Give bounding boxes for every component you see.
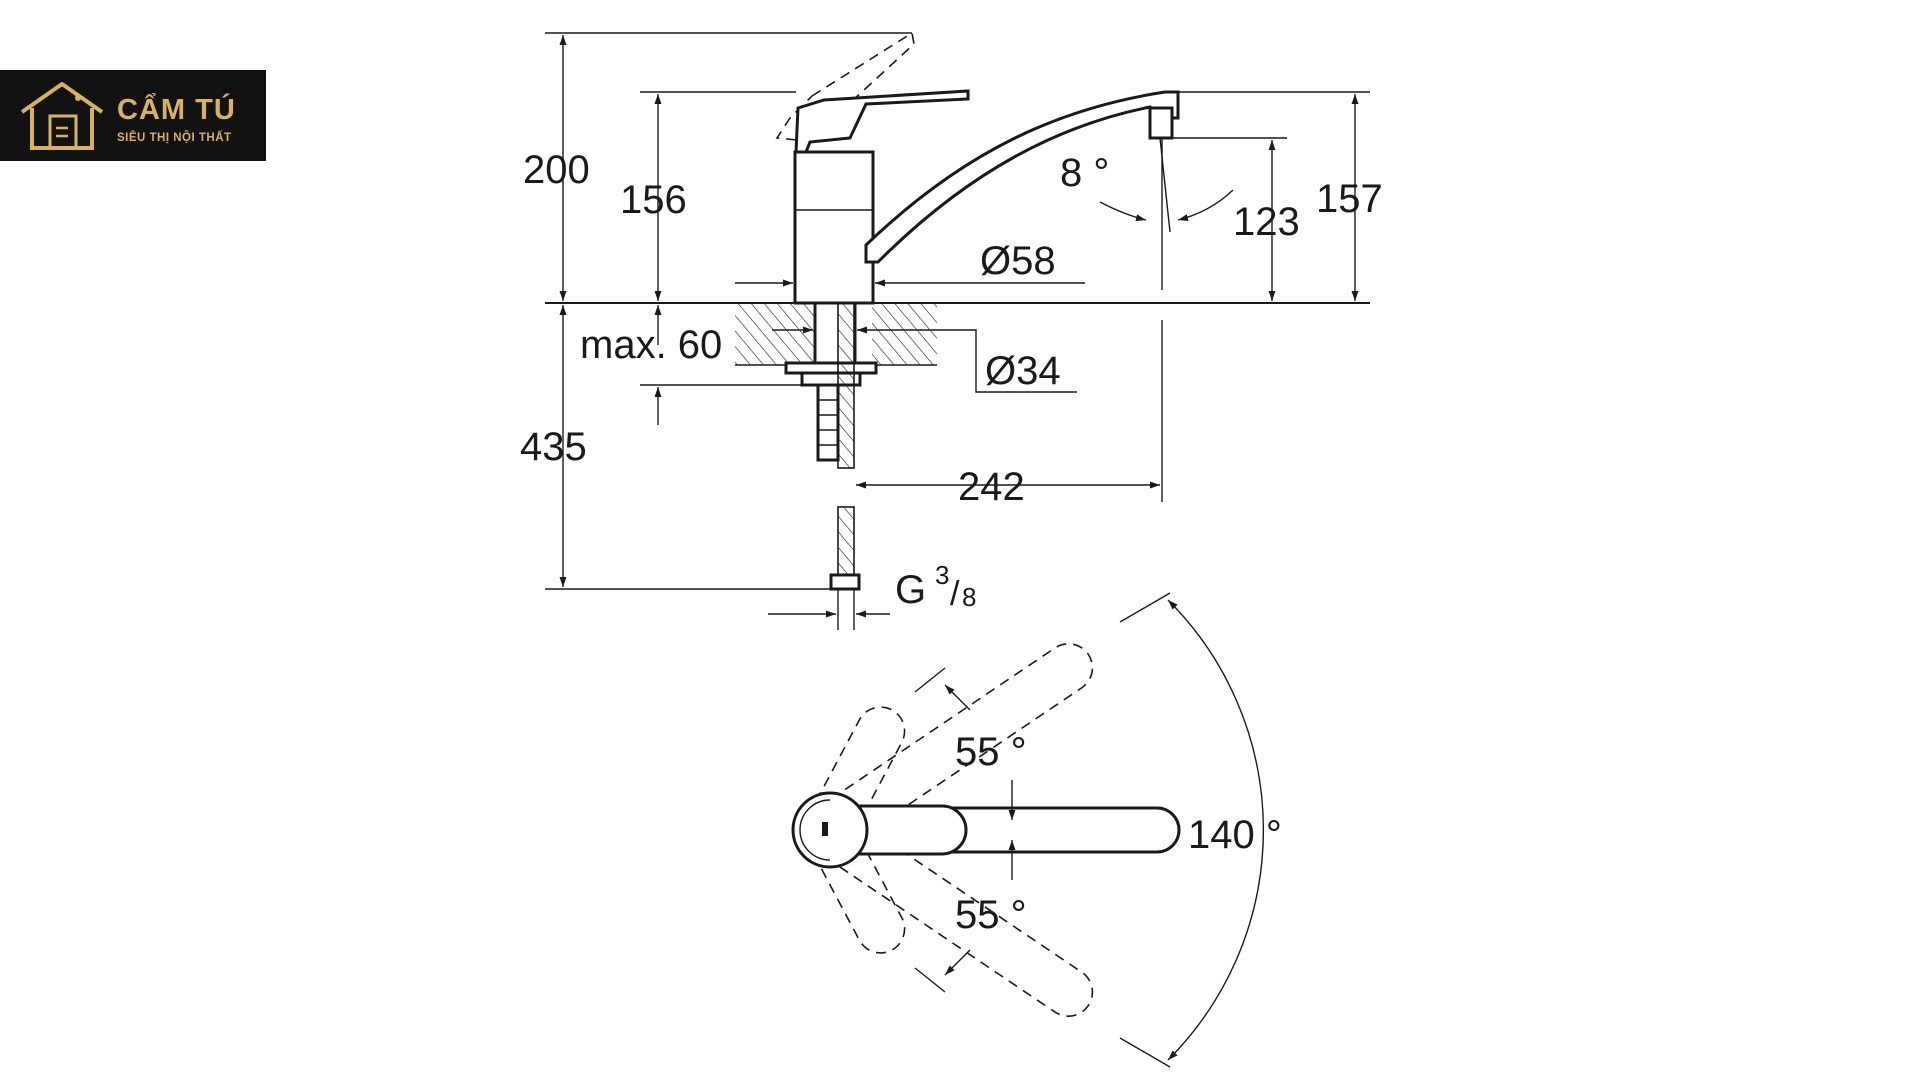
- faucet-lever: [794, 89, 970, 154]
- dim-max-60: max. 60: [580, 323, 722, 367]
- lever-right-limit: [815, 836, 906, 954]
- spout-lower-limit: [830, 820, 1094, 1017]
- dim-156: 156: [620, 178, 687, 222]
- dim-55-upper: 55 °: [955, 730, 1027, 774]
- dim-8-deg: 8 °: [1060, 151, 1109, 195]
- dim-thread-numerator: 3: [935, 560, 949, 590]
- svg-text:/: /: [950, 575, 960, 613]
- countertop-hatch-right: [872, 303, 937, 365]
- body-top-view: [791, 791, 869, 869]
- house-icon: [20, 82, 104, 150]
- dim-55-lower: 55 °: [955, 893, 1027, 937]
- lever-left-limit: [815, 706, 906, 824]
- dim-line-55-upper: [944, 684, 971, 711]
- faucet-spout: [864, 90, 1180, 264]
- dim-arc-140: [1167, 599, 1264, 1061]
- spout-top-view: [938, 806, 1181, 854]
- hose-upper: [837, 302, 855, 469]
- aerator: [1148, 106, 1174, 140]
- dim-58: Ø58: [980, 239, 1056, 283]
- side-view: 200 156 157 123 8 ° Ø58 max. 60 Ø34 435 …: [520, 31, 1383, 630]
- dim-200: 200: [523, 148, 590, 192]
- hose-connector: [829, 573, 861, 591]
- countertop-hatch-left: [735, 303, 815, 365]
- logo-tagline: SIÊU THỊ NỘI THẤT: [117, 132, 232, 144]
- dim-435: 435: [520, 425, 587, 469]
- dim-thread: G: [895, 568, 926, 612]
- faucet-body: [793, 150, 875, 305]
- dim-34: Ø34: [985, 349, 1061, 393]
- top-view: 55 ° 55 ° 140 °: [791, 592, 1282, 1068]
- dim-123: 123: [1233, 200, 1300, 244]
- hose-lower: [837, 506, 855, 576]
- dim-thread-denominator: 8: [962, 582, 976, 612]
- dim-157: 157: [1316, 177, 1383, 221]
- dim-line-55-lower: [944, 949, 971, 976]
- dim-242: 242: [958, 465, 1025, 509]
- dim-140: 140 °: [1188, 813, 1282, 857]
- logo-name: CẨM TÚ: [117, 94, 236, 126]
- dim-arc-8: [1099, 201, 1147, 222]
- spout-upper-limit: [830, 643, 1094, 840]
- logo: CẨM TÚ SIÊU THỊ NỘI THẤT: [0, 70, 266, 161]
- mount-bolt: [816, 383, 840, 462]
- lever-raised-outline: [775, 31, 915, 143]
- body-marker: [822, 822, 828, 836]
